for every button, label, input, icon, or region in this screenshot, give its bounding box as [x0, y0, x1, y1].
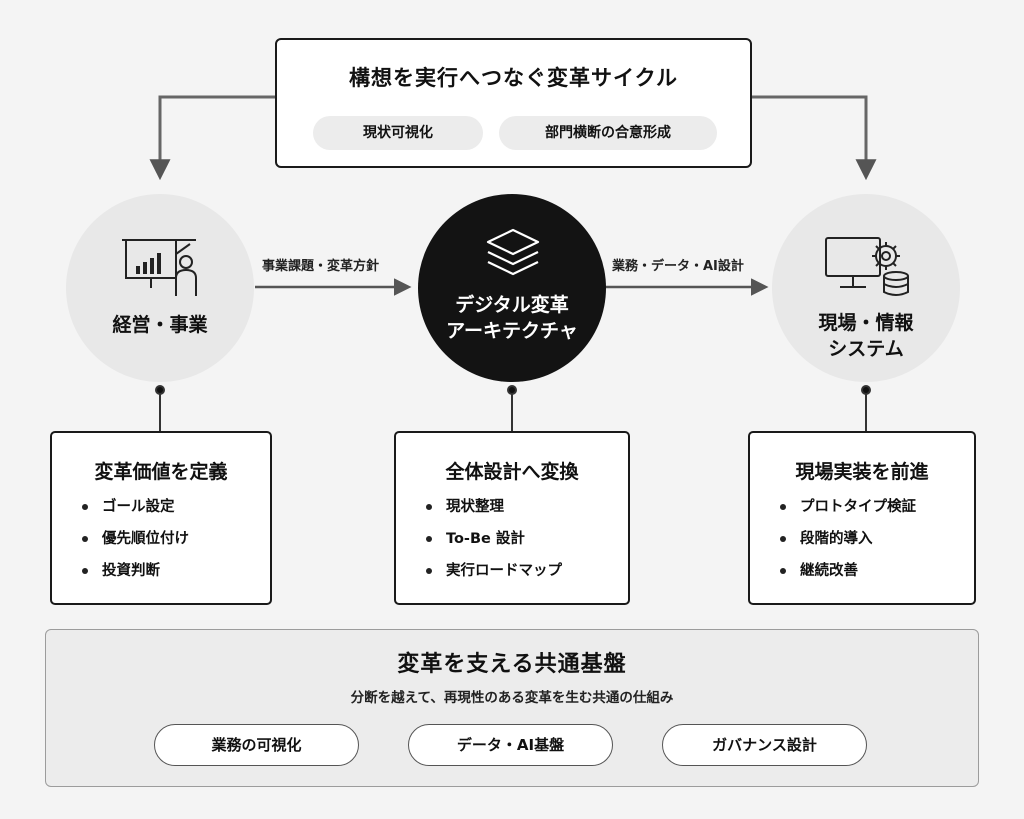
cycle-pill-consensus: 部門横断の合意形成 — [499, 116, 717, 150]
list-item: 継続改善 — [778, 555, 916, 587]
list-item: To-Be 設計 — [424, 523, 562, 555]
foundation-pill-visualization: 業務の可視化 — [154, 724, 359, 766]
foundation-panel: 変革を支える共通基盤 分断を越えて、再現性のある変革を生む共通の仕組み 業務の可… — [45, 629, 979, 787]
list-item: 現状整理 — [424, 491, 562, 523]
node-business-label: 経営・事業 — [112, 314, 208, 336]
cycle-title: 構想を実行へつなぐ変革サイクル — [349, 66, 678, 90]
list-item: 優先順位付け — [80, 523, 189, 555]
list-item: プロトタイプ検証 — [778, 491, 916, 523]
node-architecture: デジタル変革 アーキテクチャ — [418, 194, 606, 382]
cycle-arrow-left — [149, 95, 275, 181]
node-systems: 現場・情報 システム — [772, 194, 960, 382]
card-title: 全体設計へ変換 — [445, 461, 579, 483]
cycle-arrow-right — [752, 95, 877, 181]
computer-gear-database-icon — [825, 237, 909, 296]
cycle-pill-visualize: 現状可視化 — [313, 116, 483, 150]
presentation-icon — [122, 239, 197, 296]
list-item: 段階的導入 — [778, 523, 916, 555]
node-business: 経営・事業 — [66, 194, 254, 382]
card-title: 変革価値を定義 — [94, 461, 228, 483]
cycle-box: 構想を実行へつなぐ変革サイクル 現状可視化 部門横断の合意形成 — [275, 38, 752, 168]
node-systems-label-1: 現場・情報 — [818, 312, 914, 334]
card-title: 現場実装を前進 — [795, 461, 929, 483]
list-item: 実行ロードマップ — [424, 555, 562, 587]
list-item: ゴール設定 — [80, 491, 189, 523]
foundation-pill-governance: ガバナンス設計 — [662, 724, 867, 766]
card-list: プロトタイプ検証 段階的導入 継続改善 — [778, 491, 916, 587]
card-list: 現状整理 To-Be 設計 実行ロードマップ — [424, 491, 562, 587]
foundation-pill-data-ai: データ・AI基盤 — [408, 724, 613, 766]
layers-icon — [486, 228, 540, 276]
card-field-implementation: 現場実装を前進 プロトタイプ検証 段階的導入 継続改善 — [748, 431, 976, 605]
foundation-subtitle: 分断を越えて、再現性のある変革を生む共通の仕組み — [350, 690, 674, 706]
foundation-title: 変革を支える共通基盤 — [397, 652, 627, 677]
node-architecture-label-2: アーキテクチャ — [446, 320, 578, 342]
card-overall-design: 全体設計へ変換 現状整理 To-Be 設計 実行ロードマップ — [394, 431, 630, 605]
card-define-value: 変革価値を定義 ゴール設定 優先順位付け 投資判断 — [50, 431, 272, 605]
card-list: ゴール設定 優先順位付け 投資判断 — [80, 491, 189, 587]
node-architecture-label-1: デジタル変革 — [455, 294, 569, 316]
card-connectors — [155, 385, 871, 431]
node-systems-label-2: システム — [828, 338, 904, 360]
edge-label-right: 業務・データ・AI設計 — [612, 259, 744, 274]
edge-label-left: 事業課題・変革方針 — [262, 259, 380, 274]
list-item: 投資判断 — [80, 555, 189, 587]
